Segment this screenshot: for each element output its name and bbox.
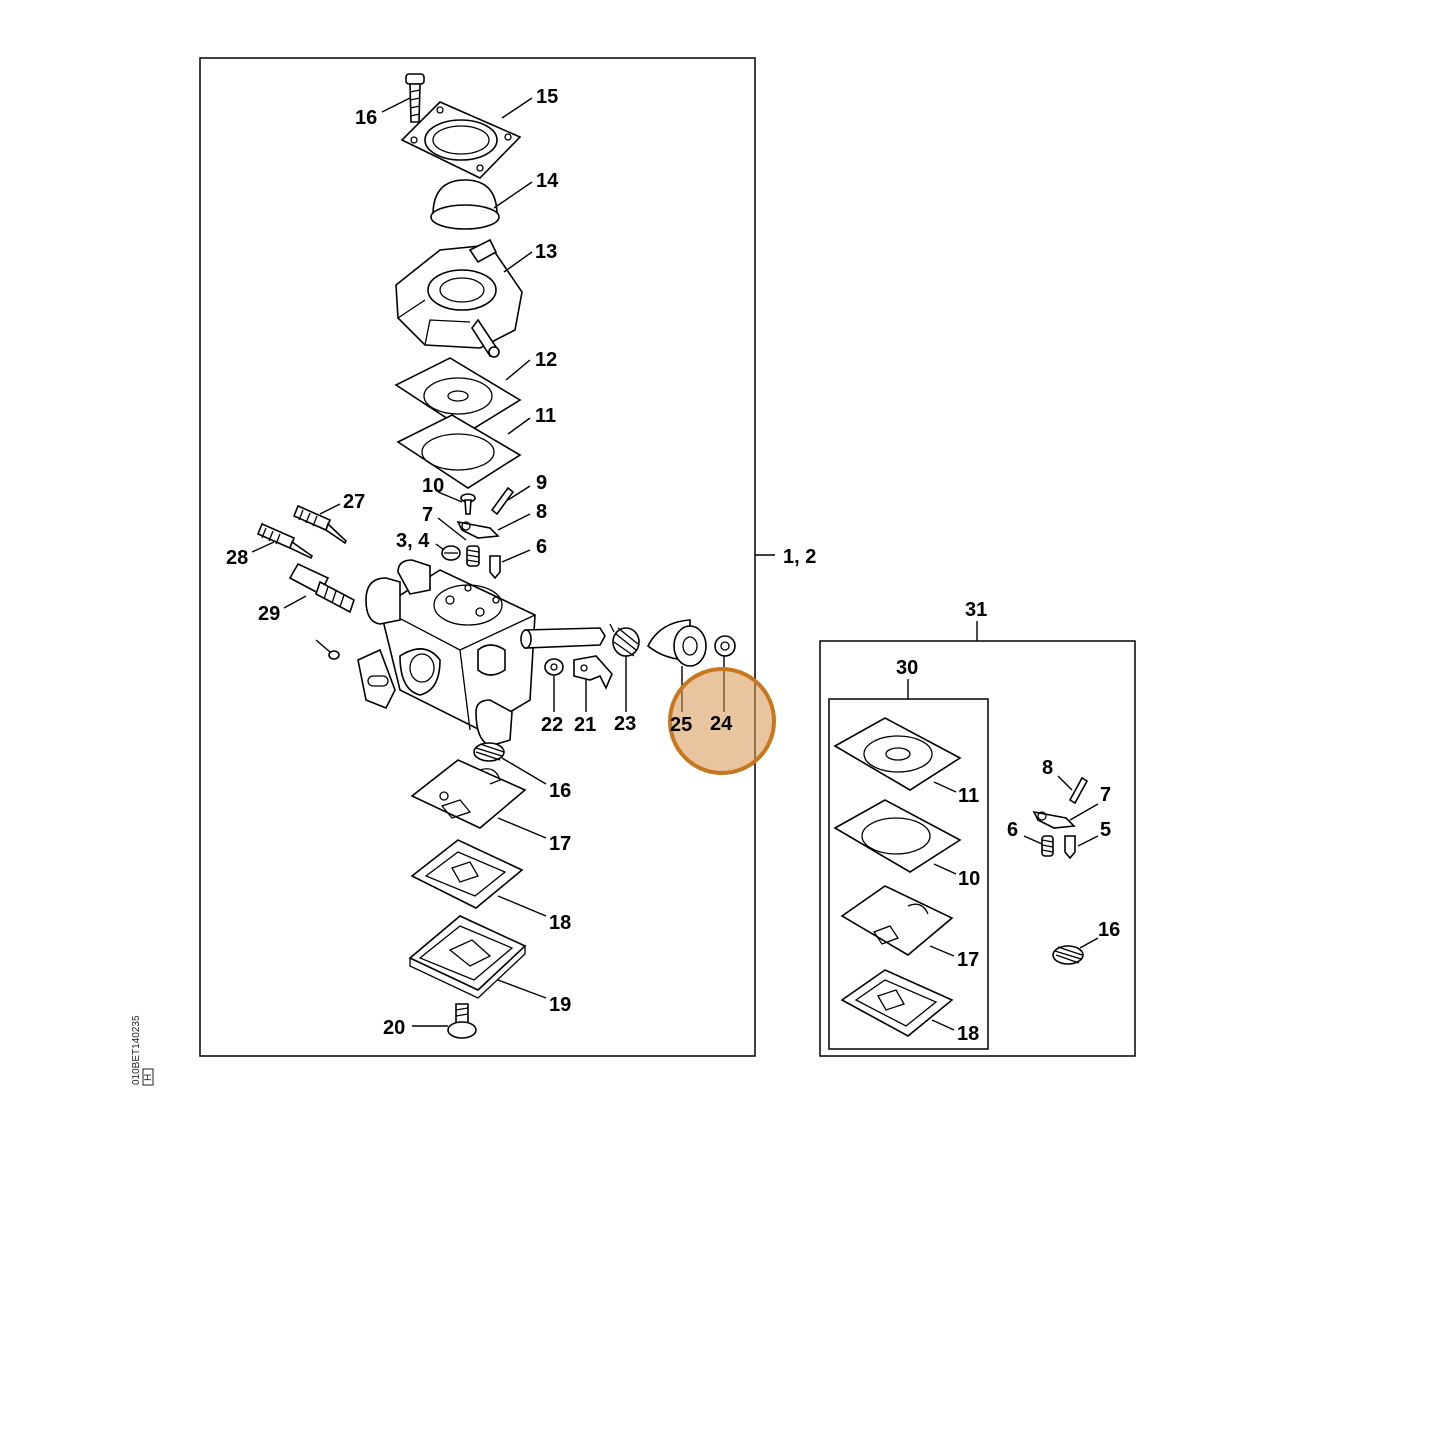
part-5-needle[interactable] (489, 555, 501, 580)
part-13-primer-bulb[interactable] (430, 179, 500, 230)
label-kit-part-11: 11 (958, 785, 979, 807)
label-part-9: 10 (422, 475, 444, 497)
part-7-lever[interactable] (456, 520, 500, 539)
label-part-22: 22 (541, 714, 563, 736)
kit-part-7-lever[interactable] (1032, 810, 1076, 829)
label-kit-part-7: 7 (1100, 784, 1111, 806)
label-part-19: 19 (549, 994, 571, 1016)
leader-lines (251, 97, 1099, 1031)
label-part-20: 20 (383, 1017, 405, 1039)
label-kit-part-18: 18 (957, 1023, 979, 1045)
label-kit: 31 (965, 599, 987, 621)
drawing-code: 010BET140235 H (131, 1015, 154, 1086)
part-21-lever[interactable] (573, 655, 613, 690)
part-8-pin[interactable] (490, 486, 515, 516)
label-kit-part-17: 17 (957, 949, 979, 971)
part-27-screw[interactable] (256, 522, 314, 560)
part-6-spring[interactable] (466, 545, 480, 567)
part-12-pump-housing[interactable] (395, 238, 523, 358)
label-part-14: 15 (536, 86, 558, 108)
part-20-screw[interactable] (447, 1003, 477, 1039)
part-19-cover[interactable] (408, 915, 527, 999)
label-kit-part-10: 10 (958, 868, 980, 890)
kit-part-11-diaphragm[interactable] (833, 717, 962, 791)
part-22-nut[interactable] (544, 658, 564, 676)
label-assembly: 1, 2 (783, 546, 816, 568)
label-part-16: 16 (549, 780, 571, 802)
main-assembly-frame (199, 57, 756, 1057)
part-11-diaphragm[interactable] (394, 357, 522, 433)
label-part-8: 9 (536, 472, 547, 494)
part-23-spring[interactable] (520, 623, 640, 657)
part-9-screw[interactable] (460, 493, 476, 515)
highlight-circle (668, 667, 776, 775)
label-part-27: 28 (226, 547, 248, 569)
label-part-6: 7 (422, 504, 433, 526)
kit-part-8-pin[interactable] (1068, 776, 1089, 805)
kit-part-17-diaphragm[interactable] (840, 885, 954, 956)
part-25-throttle-valve[interactable] (646, 619, 707, 667)
label-part-10: 11 (535, 405, 556, 427)
part-16-screen[interactable] (473, 742, 505, 762)
kit-part-6-spring[interactable] (1041, 835, 1054, 857)
label-part-12: 13 (535, 241, 557, 263)
label-part-13: 14 (536, 170, 559, 192)
label-kit-part-8: 8 (1042, 757, 1053, 779)
kit-part-18-gasket[interactable] (840, 969, 954, 1037)
part-24-clip[interactable] (714, 635, 736, 657)
label-part-3-4: 3, 4 (396, 530, 430, 552)
label-part-18: 18 (549, 912, 571, 934)
part-29-pin[interactable] (328, 650, 340, 660)
part-10-gasket[interactable] (396, 414, 522, 489)
label-part-28: 29 (258, 603, 280, 625)
part-14-cover[interactable] (400, 101, 522, 179)
label-part-23: 23 (614, 713, 636, 735)
label-kit-part-5: 5 (1100, 819, 1111, 841)
label-part-17: 17 (549, 833, 571, 855)
part-26-screw[interactable] (292, 504, 347, 545)
part-3-4-valve[interactable] (441, 545, 461, 561)
label-part-26: 27 (343, 491, 365, 513)
label-kit-part-16: 16 (1098, 919, 1120, 941)
kit-part-16-screen[interactable] (1052, 945, 1084, 965)
label-part-21: 21 (574, 714, 596, 736)
carburetor-body[interactable] (357, 559, 536, 747)
svg-text:H: H (143, 1074, 154, 1081)
label-part-25: 25 (670, 714, 692, 736)
label-part-7: 8 (536, 501, 547, 523)
part-18-gasket[interactable] (410, 839, 524, 909)
kit-part-5-needle[interactable] (1064, 835, 1076, 860)
kit-part-10-gasket[interactable] (833, 799, 962, 873)
label-part-11: 12 (535, 349, 557, 371)
label-part-5: 6 (536, 536, 547, 558)
part-17-diaphragm[interactable] (410, 759, 527, 829)
part-28-screw[interactable] (288, 562, 355, 614)
label-part-24: 24 (710, 713, 733, 735)
svg-text:010BET140235: 010BET140235 (131, 1015, 142, 1085)
label-kit-part-6: 6 (1007, 819, 1018, 841)
part-15-screw[interactable] (405, 73, 425, 123)
label-part-15: 16 (355, 107, 377, 129)
label-subkit: 30 (896, 657, 918, 679)
